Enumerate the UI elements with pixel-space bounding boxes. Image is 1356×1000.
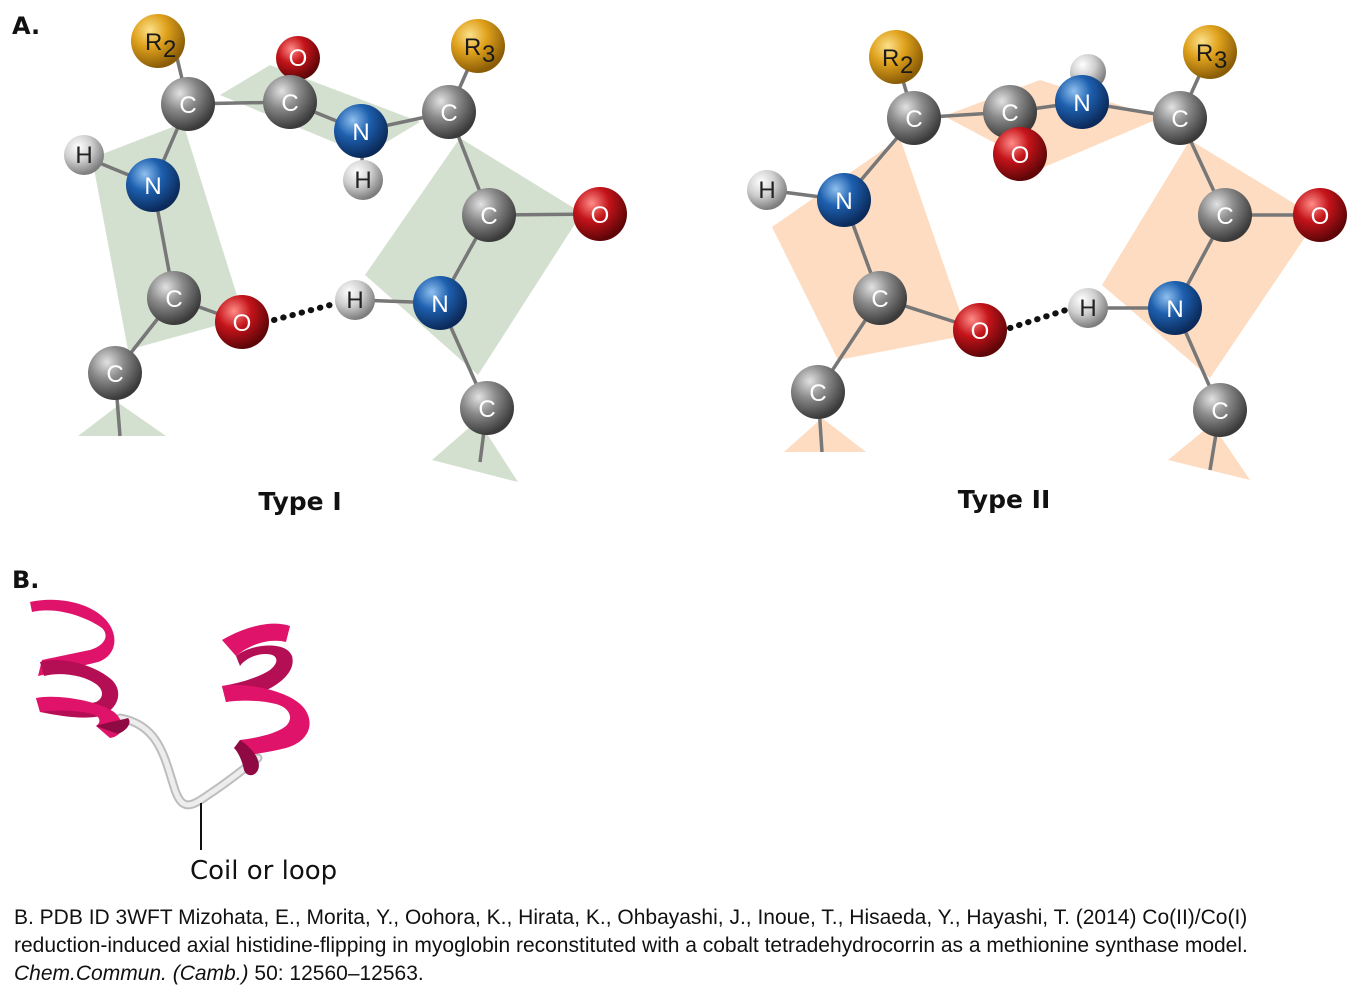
carbonyl-carbon-atom: C [1198,188,1252,242]
svg-text:N: N [835,188,852,215]
svg-text:H: H [346,287,363,314]
svg-text:2: 2 [900,52,913,79]
r3-group-atom: R 3 [1183,25,1237,79]
svg-text:R: R [882,45,899,72]
svg-text:C: C [440,100,457,127]
hydrogen-atom: H [747,170,787,210]
coil-label: Coil or loop [190,856,337,886]
svg-text:R: R [145,29,162,56]
carbonyl-carbon-atom: C [853,271,907,325]
carbon-atom: C [460,381,514,435]
hydrogen-atom: H [1068,288,1108,328]
svg-text:O: O [591,202,610,229]
oxygen-atom: O [276,36,320,80]
type-2-turn-diagram: R 2 R 3 H N C [747,25,1347,514]
carbon-alpha-atom: C [161,77,215,131]
nitrogen-atom: N [1148,281,1202,335]
svg-text:C: C [1211,398,1228,425]
nitrogen-atom: N [126,158,180,212]
caption-citation: 50: 12560–12563. [248,962,424,985]
svg-text:O: O [971,318,990,345]
svg-text:C: C [281,90,298,117]
svg-text:C: C [809,380,826,407]
left-alpha-helix [30,599,130,738]
type-2-atoms: R 2 R 3 H N C [747,25,1347,437]
carbon-atom: C [791,365,845,419]
svg-text:3: 3 [1214,47,1227,74]
oxygen-atom: O [993,127,1047,181]
panel-a-label: A. [12,12,40,40]
svg-text:N: N [144,173,161,200]
carbonyl-carbon-atom: C [147,271,201,325]
oxygen-atom: O [1293,188,1347,242]
svg-text:H: H [1079,295,1096,322]
type-1-turn-diagram: R 2 R 3 H N C O [64,14,627,516]
nitrogen-atom: N [334,104,388,158]
svg-text:C: C [871,286,888,313]
svg-text:C: C [106,361,123,388]
carbon-alpha-atom: C [887,91,941,145]
r3-group-atom: R 3 [451,19,505,73]
coil-loop-ribbon [115,713,263,810]
svg-text:R: R [464,34,481,61]
carbon-alpha-atom: C [422,85,476,139]
type-1-atoms: R 2 R 3 H N C O [64,14,627,435]
r2-group-atom: R 2 [869,30,923,84]
svg-text:C: C [478,396,495,423]
oxygen-atom: O [573,187,627,241]
type-1-hydrogen-bond [271,301,337,323]
svg-text:C: C [1171,106,1188,133]
r2-group-atom: R 2 [131,14,185,68]
svg-text:O: O [1311,203,1330,230]
oxygen-atom: O [953,303,1007,357]
hydrogen-atom: H [343,160,383,200]
nitrogen-atom: N [1055,75,1109,129]
svg-text:3: 3 [482,41,495,68]
svg-text:C: C [179,92,196,119]
nitrogen-atom: N [413,276,467,330]
panel-b-label: B. [12,566,39,594]
svg-text:2: 2 [163,36,176,63]
oxygen-atom: O [215,295,269,349]
helix-loop-helix-ribbon [30,599,310,810]
svg-text:N: N [1073,90,1090,117]
svg-text:H: H [758,177,775,204]
hydrogen-atom: H [64,135,104,175]
svg-text:C: C [905,106,922,133]
type-2-hydrogen-bond [1007,307,1069,331]
svg-text:C: C [165,286,182,313]
svg-text:O: O [233,310,252,337]
type-2-label: Type II [958,485,1051,514]
svg-text:H: H [354,167,371,194]
svg-text:N: N [431,291,448,318]
carbon-alpha-atom: C [1153,91,1207,145]
svg-text:O: O [1011,142,1030,169]
svg-text:C: C [480,203,497,230]
carbonyl-carbon-atom: C [983,85,1037,139]
caption-text: B. PDB ID 3WFT Mizohata, E., Morita, Y.,… [14,906,1248,957]
svg-text:C: C [1216,203,1233,230]
svg-text:N: N [352,119,369,146]
carbon-atom: C [88,346,142,400]
svg-text:N: N [1166,296,1183,323]
svg-text:H: H [75,142,92,169]
carbonyl-carbon-atom: C [462,188,516,242]
svg-text:C: C [1001,100,1018,127]
nitrogen-atom: N [817,173,871,227]
figure-caption: B. PDB ID 3WFT Mizohata, E., Morita, Y.,… [14,904,1344,988]
hydrogen-atom: H [335,280,375,320]
caption-journal: Chem.Commun. (Camb.) [14,962,249,985]
svg-text:R: R [1196,40,1213,67]
svg-text:O: O [289,45,308,72]
right-alpha-helix [222,623,310,776]
type-1-label: Type I [258,487,341,516]
carbon-atom: C [1193,383,1247,437]
carbonyl-carbon-atom: C [263,75,317,129]
